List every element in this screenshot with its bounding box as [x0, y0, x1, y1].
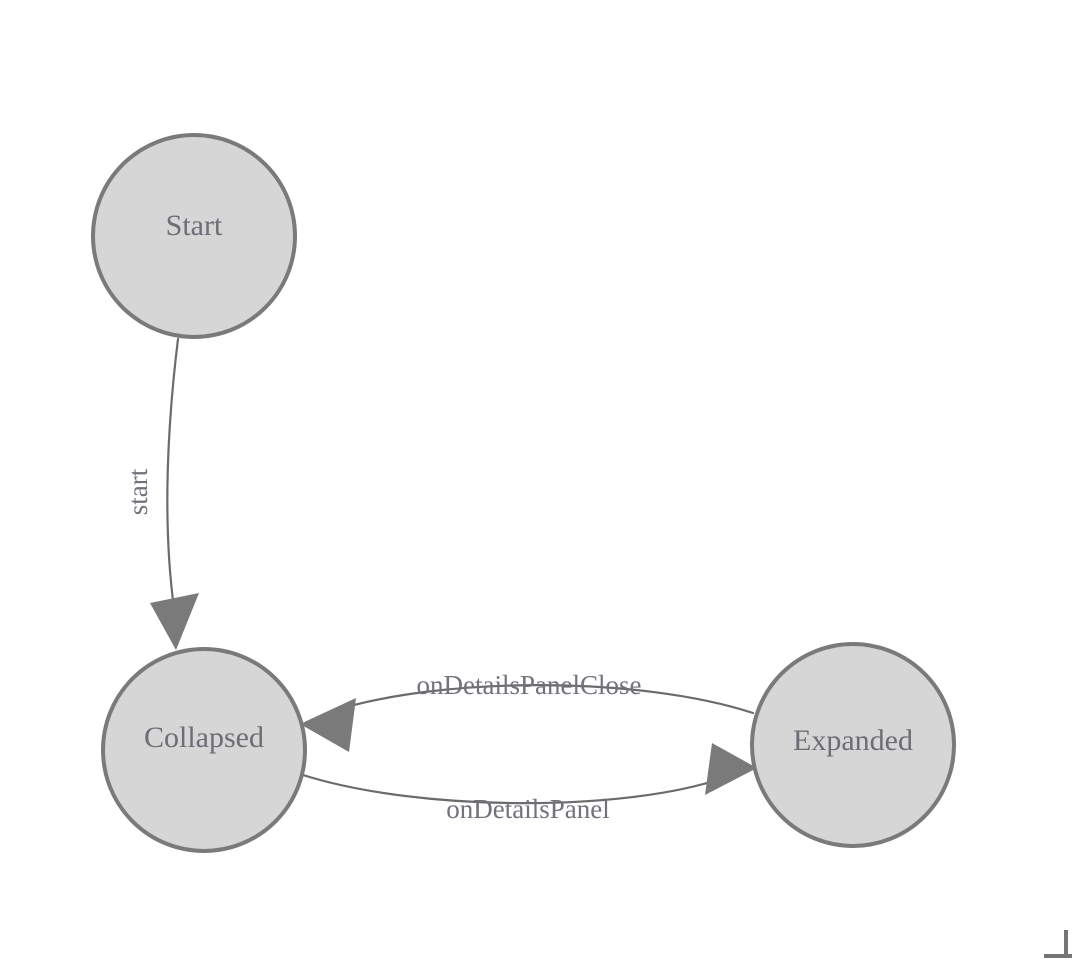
node-collapsed[interactable]: Collapsed — [101, 647, 307, 853]
edge-start-to-collapsed-path — [166, 337, 180, 610]
edge-start-to-collapsed[interactable]: start — [123, 337, 199, 650]
node-expanded-circle — [750, 642, 956, 848]
edge-label-on-details-panel: onDetailsPanel — [446, 794, 609, 824]
arrowhead-down-icon — [150, 593, 199, 650]
edge-label-start: start — [123, 468, 153, 515]
node-collapsed-circle — [101, 647, 307, 853]
node-start[interactable]: Start — [91, 133, 297, 339]
edge-collapsed-to-expanded-path — [301, 773, 725, 805]
edge-expanded-to-collapsed-path — [328, 684, 755, 715]
node-start-circle — [91, 133, 297, 339]
arrowhead-right-icon — [705, 743, 757, 795]
node-start-label: Start — [166, 209, 223, 242]
frame-corner-artifact — [1044, 930, 1072, 958]
frame-corner-horizontal-line — [1044, 954, 1072, 958]
edge-expanded-to-collapsed[interactable]: onDetailsPanelClose — [300, 670, 755, 752]
frame-corner-vertical-line — [1064, 930, 1068, 958]
node-expanded[interactable]: Expanded — [750, 642, 956, 848]
node-expanded-label: Expanded — [793, 724, 913, 757]
edge-label-on-details-panel-close: onDetailsPanelClose — [417, 670, 642, 700]
edge-collapsed-to-expanded[interactable]: onDetailsPanel — [301, 743, 757, 824]
arrowhead-left-icon — [300, 698, 356, 752]
node-collapsed-label: Collapsed — [144, 721, 264, 754]
